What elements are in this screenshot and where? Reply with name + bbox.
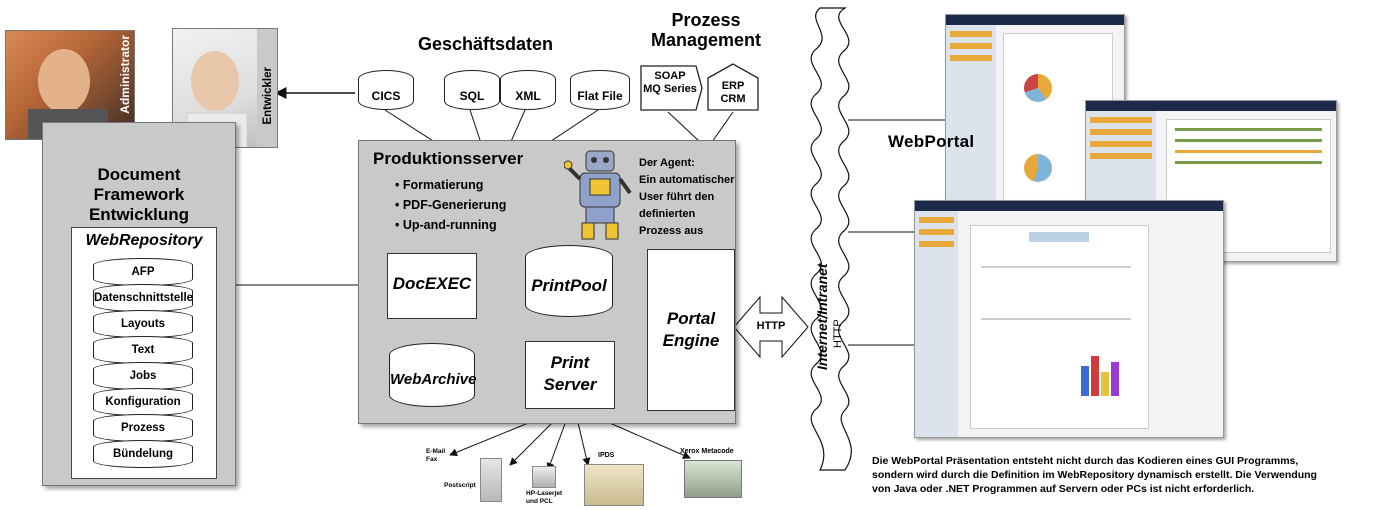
webportal-title: WebPortal (888, 132, 975, 151)
production-server-title: Produktionsserver (373, 149, 524, 168)
entwickler-label: Entwickler (262, 67, 274, 125)
process-shapes (640, 63, 759, 111)
webportal-screenshot-2 (1085, 100, 1337, 262)
hp-printer-icon (532, 466, 556, 488)
process-management-title: Prozess Management (650, 10, 762, 50)
output-ipds: IPDS (598, 452, 615, 459)
framework-title: Document Framework Entwicklung (88, 165, 190, 224)
business-data-title: Geschäftsdaten (418, 34, 554, 54)
http-arrow-label: HTTP (756, 320, 786, 332)
server-features: • Formatierung • PDF-Generierung • Up-an… (395, 178, 507, 232)
printpool-storage: PrintPool (525, 245, 613, 317)
data-source-cics: CICS (358, 70, 414, 110)
portal-engine-label: Portal Engine (662, 309, 720, 350)
repository-stack: AFP Datenschnittstelle Layouts Text Jobs… (93, 258, 193, 470)
administrator-label: Administrator (118, 35, 132, 114)
portal-engine-box: Portal Engine (647, 249, 735, 411)
print-server-box: Print Server (525, 341, 615, 409)
docexec-label: DocEXEC (392, 274, 472, 293)
data-source-sql: SQL (444, 70, 500, 110)
webarchive-label: WebArchive (390, 371, 477, 388)
administrator-photo: Administrator (5, 30, 135, 140)
webportal-description: Die WebPortal Präsentation entsteht nich… (872, 455, 1317, 495)
webrepository-title: WebRepository (85, 232, 203, 249)
print-server-label: Print Server (543, 353, 597, 394)
webportal-screenshot-3 (914, 200, 1224, 438)
output-xerox: Xerox Metacode (680, 448, 734, 455)
repository-item-prozess: Prozess (93, 414, 193, 442)
agent-description: Der Agent: Ein automatischer User führt … (639, 157, 735, 237)
data-source-xml: XML (500, 70, 556, 110)
repository-item-buendelung: Bündelung (93, 440, 193, 468)
postscript-printer-icon (480, 458, 502, 502)
docexec-box: DocEXEC (387, 253, 477, 319)
repository-item-afp: AFP (93, 258, 193, 286)
robot-agent-icon (564, 150, 632, 240)
network-cloud: Internet/Intranet HTTP (802, 180, 862, 380)
printpool-label: PrintPool (531, 276, 607, 295)
framework-panel: Document Framework Entwicklung WebReposi… (42, 122, 236, 486)
data-source-flat-file: Flat File (570, 70, 630, 110)
output-postscript: Postscript (444, 482, 476, 489)
process-item-erp: ERP CRM (720, 80, 746, 105)
repository-item-text: Text (93, 336, 193, 364)
network-sub-label: HTTP (832, 319, 844, 348)
process-item-soap: SOAP MQ Series (643, 70, 697, 95)
ipds-printer-icon (584, 464, 644, 506)
repository-item-datenschnittstelle: Datenschnittstelle (93, 284, 193, 312)
webrepository-box: WebRepository AFP Datenschnittstelle Lay… (71, 227, 217, 479)
repository-item-konfiguration: Konfiguration (93, 388, 193, 416)
network-label: Internet/Intranet (814, 263, 830, 370)
webarchive-storage: WebArchive (389, 343, 477, 407)
xerox-printer-icon (684, 460, 742, 498)
repository-item-layouts: Layouts (93, 310, 193, 338)
production-server-panel: Produktionsserver • Formatierung • PDF-G… (358, 140, 736, 424)
repository-item-jobs: Jobs (93, 362, 193, 390)
